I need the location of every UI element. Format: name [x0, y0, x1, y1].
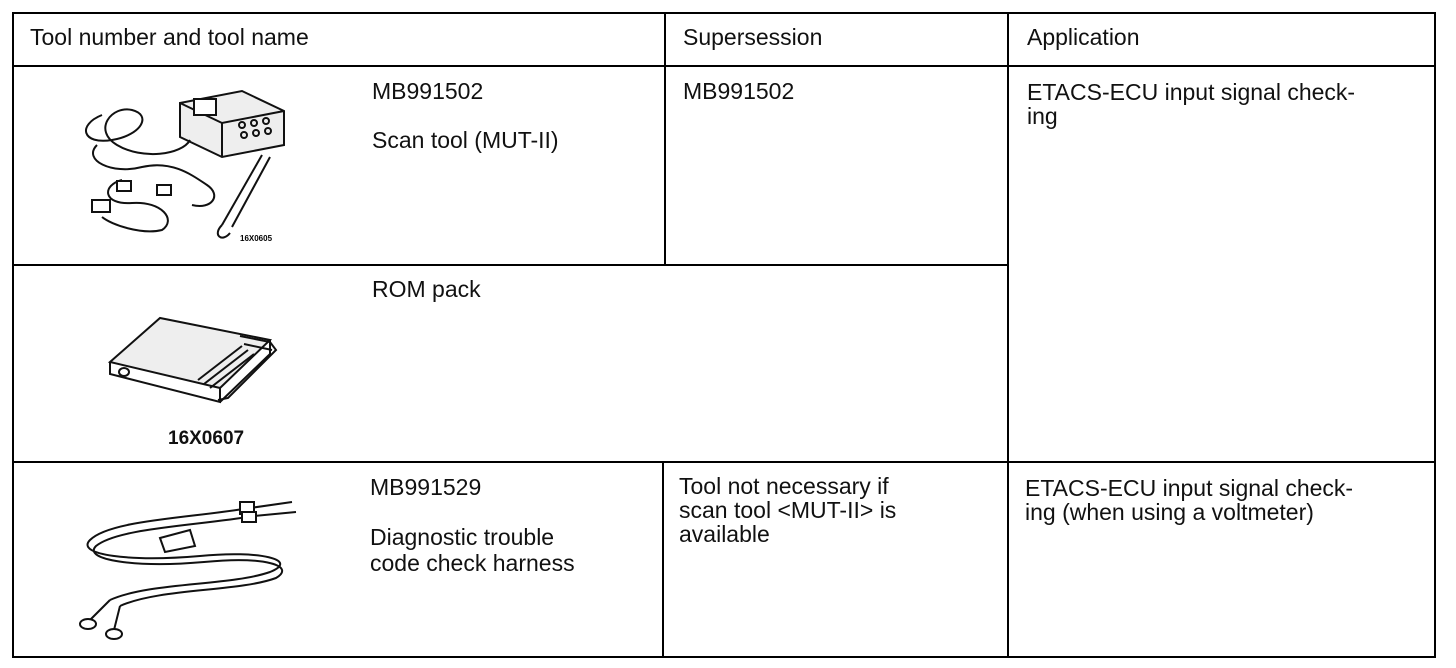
harness-illustration [79, 501, 297, 640]
table-border-right [1434, 12, 1436, 658]
row1-application: ETACS-ECU input signal check- ing [1027, 79, 1356, 129]
header-application: Application [1027, 24, 1140, 50]
row1-supersession: MB991502 [683, 78, 795, 104]
rom-pack-illustration [107, 316, 278, 404]
row1-tool-number: MB991502 [372, 78, 484, 104]
table-border-bottom [12, 656, 1436, 658]
col1-divider-bottom [662, 461, 664, 658]
row3-tool-name: Diagnostic trouble code check harness [370, 524, 575, 576]
row1-divider [12, 264, 1008, 266]
row3-application: ETACS-ECU input signal check- ing (when … [1025, 475, 1354, 525]
table-border-left [12, 12, 14, 658]
row2-tool-name: ROM pack [372, 276, 481, 302]
row1-illustration-code: 16X0605 [240, 234, 273, 243]
col2-divider [1007, 12, 1009, 658]
row1-tool-name: Scan tool (MUT-II) [372, 127, 559, 153]
header-divider [12, 65, 1436, 67]
header-tool: Tool number and tool name [30, 24, 309, 50]
row3-tool-number: MB991529 [370, 474, 482, 500]
row3-supersession: Tool not necessary if scan tool <MUT-II>… [679, 473, 897, 547]
table-border-top [12, 12, 1436, 14]
col1-divider-top [664, 12, 666, 266]
row2-divider [12, 461, 1436, 463]
scan-tool-illustration: 16X0605 [85, 89, 285, 243]
header-supersession: Supersession [683, 24, 823, 50]
row2-illustration-code: 16X0607 [168, 428, 245, 449]
